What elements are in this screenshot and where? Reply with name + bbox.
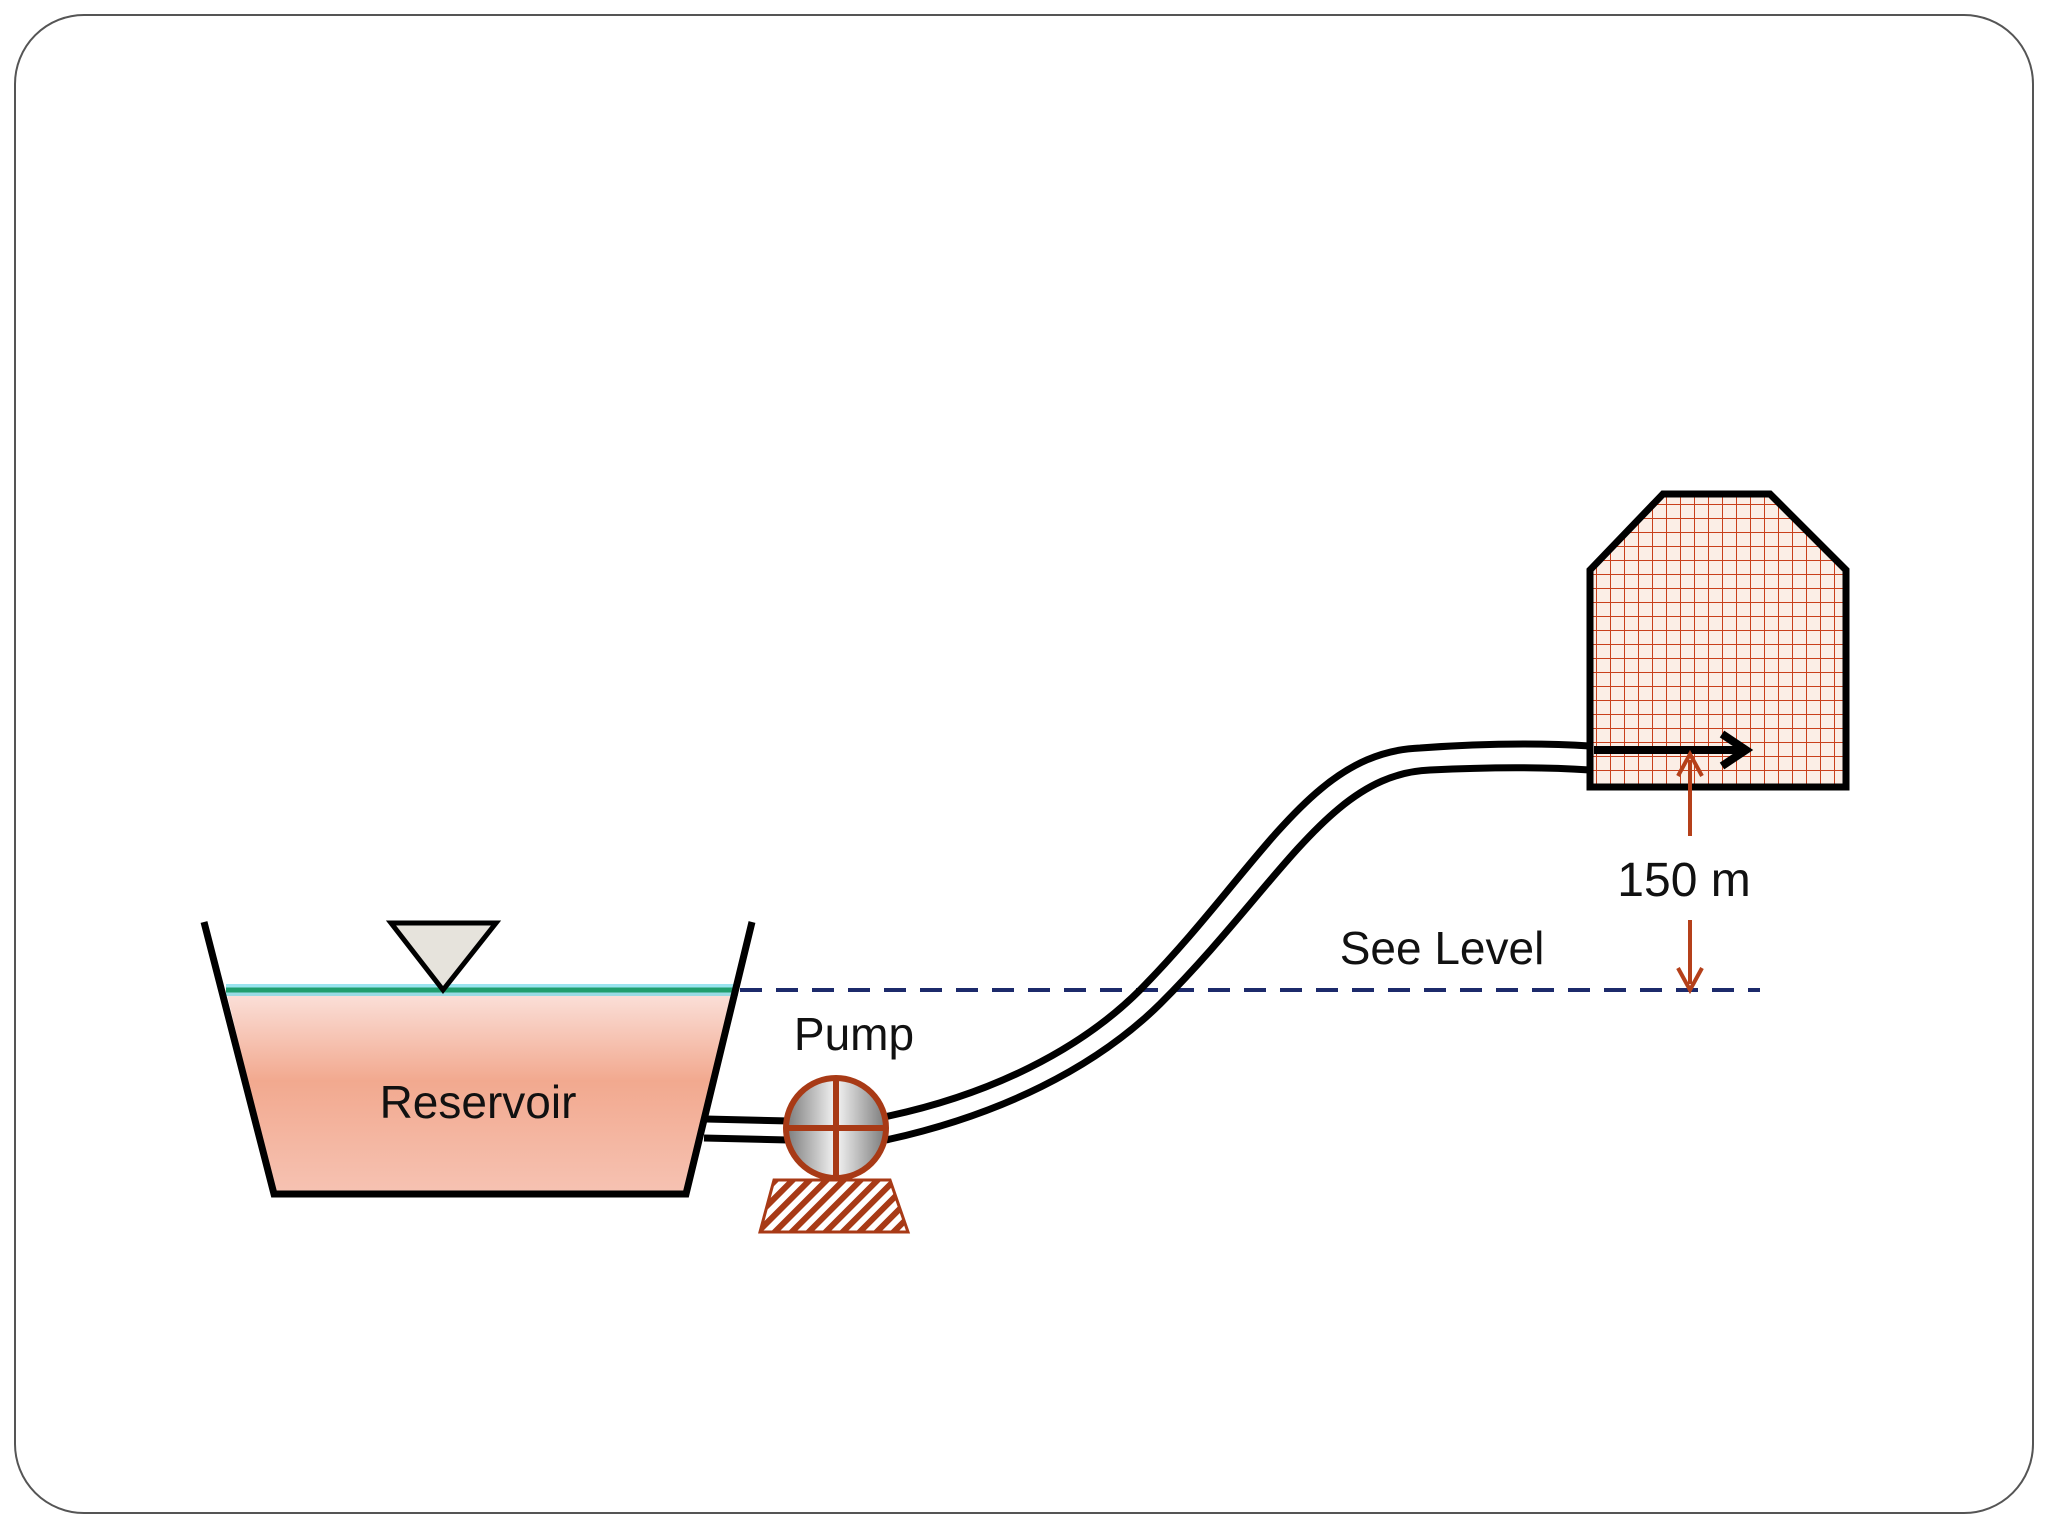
height-dimension-arrow-up (1676, 749, 1704, 836)
pump-label: Pump (794, 1008, 914, 1060)
reservoir-label: Reservoir (380, 1076, 577, 1128)
height-label: 150 m (1617, 854, 1750, 907)
reservoir-water (226, 990, 738, 1192)
flow-arrow-icon (1594, 730, 1754, 770)
destination-building (1586, 490, 1850, 791)
reservoir-outline (200, 921, 756, 1198)
discharge-pipe-lower (885, 764, 1591, 1144)
suction-pipe (703, 1115, 791, 1144)
pump-base (758, 1178, 911, 1234)
height-dimension-arrow-down (1676, 920, 1704, 995)
discharge-pipe-upper (883, 740, 1591, 1121)
sea-level-label: See Level (1340, 922, 1545, 974)
water-level-marker-icon (385, 920, 502, 995)
pump-icon (783, 1075, 889, 1181)
